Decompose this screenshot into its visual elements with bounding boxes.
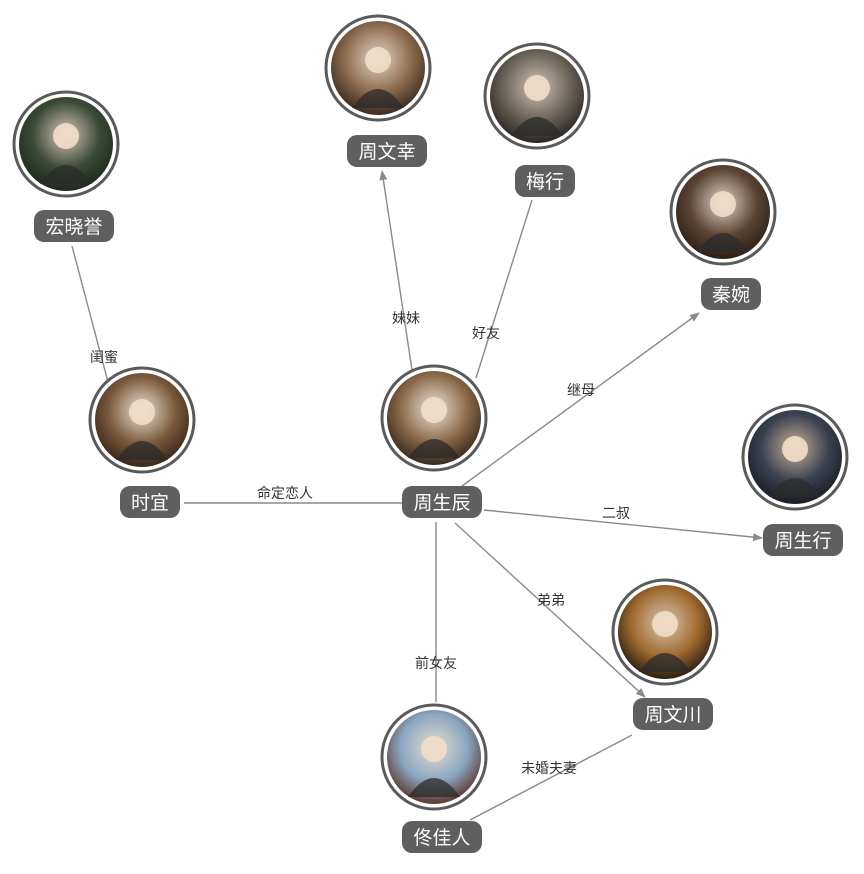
avatar[interactable] [324,14,432,122]
avatar[interactable] [12,90,120,198]
edge-zwc-tong: 未婚夫妻 [469,734,633,821]
node-tong[interactable]: 佟佳人 [380,703,488,853]
edge-label: 未婚夫妻 [521,761,577,777]
edge-line [379,170,413,371]
edge-label: 闺蜜 [90,350,118,366]
edge-label: 弟弟 [537,593,565,609]
edge-label: 好友 [472,326,500,342]
avatar[interactable] [88,366,196,474]
node-label-text: 周文幸 [358,141,415,163]
avatar[interactable] [380,703,488,811]
edge-zsc-shiyi: 命定恋人 [184,485,402,504]
avatar[interactable] [611,578,719,686]
node-hong[interactable]: 宏晓誉 [12,90,120,242]
avatar[interactable] [669,158,777,266]
edge-line [483,509,763,542]
edge-zsc-mei: 好友 [472,199,533,379]
edge-label: 前女友 [415,655,457,672]
node-label-text: 佟佳人 [413,827,470,849]
node-label-text: 周生行 [774,530,831,552]
node-label-text: 时宜 [131,492,169,514]
node-label[interactable]: 时宜 [120,486,180,518]
node-label[interactable]: 梅行 [515,165,575,197]
edge-shiyi-hong: 闺蜜 [71,245,118,383]
node-zsx[interactable]: 周生行 [741,403,849,556]
edge-line [461,312,700,487]
node-qin[interactable]: 秦婉 [669,158,777,310]
edge-line [71,245,109,383]
edge-line [475,199,533,379]
node-label-text: 梅行 [526,171,564,193]
node-zwc[interactable]: 周文川 [611,578,719,730]
node-label-text: 周文川 [644,704,701,726]
node-label[interactable]: 秦婉 [701,278,761,310]
edge-zsc-zsx: 二叔 [483,506,763,542]
node-shiyi[interactable]: 时宜 [88,366,196,518]
edge-line [469,734,633,821]
edge-label: 继母 [567,383,595,399]
node-mei[interactable]: 梅行 [483,42,591,197]
edge-label: 命定恋人 [257,485,313,502]
node-label[interactable]: 宏晓誉 [34,210,114,242]
node-label[interactable]: 周生行 [763,524,843,556]
edge-label: 妹妹 [392,311,420,327]
node-zwx[interactable]: 周文幸 [324,14,432,167]
node-label-text: 周生辰 [413,492,470,514]
edge-line [454,522,646,698]
edge-zsc-tong: 前女友 [415,522,457,702]
edge-label: 二叔 [602,506,630,522]
node-label[interactable]: 周文川 [633,698,713,730]
node-label-text: 秦婉 [712,284,750,306]
node-zsc[interactable]: 周生辰 [380,364,488,518]
node-label[interactable]: 周文幸 [347,135,427,167]
node-label[interactable]: 佟佳人 [402,821,482,853]
edge-zsc-zwx: 妹妹 [379,170,420,371]
avatar[interactable] [483,42,591,150]
edge-zsc-zwc: 弟弟 [454,522,646,698]
node-label[interactable]: 周生辰 [402,486,482,518]
avatar[interactable] [380,364,488,472]
avatar[interactable] [741,403,849,511]
node-label-text: 宏晓誉 [45,216,102,238]
edge-zsc-qin: 继母 [461,312,700,487]
